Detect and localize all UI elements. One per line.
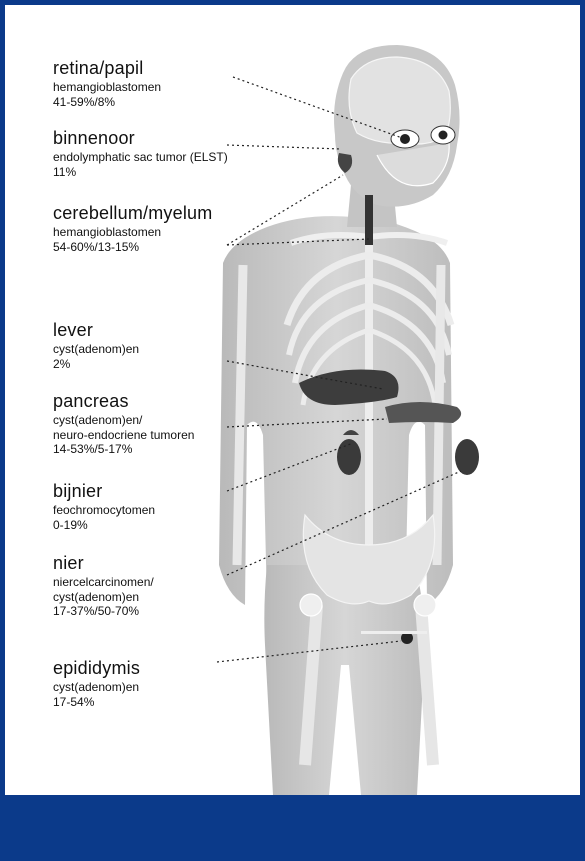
condition-text: cyst(adenom)en	[53, 680, 140, 695]
percentage-text: 14-53%/5-17%	[53, 442, 194, 457]
organ-name: cerebellum/myelum	[53, 203, 212, 225]
organ-name: retina/papil	[53, 58, 161, 80]
percentage-text: 2%	[53, 357, 139, 372]
label-retina: retina/papil hemangioblastomen 41-59%/8%	[53, 58, 161, 109]
condition-text: cyst(adenom)en/	[53, 413, 194, 428]
condition-text-2: cyst(adenom)en	[53, 590, 154, 605]
condition-text: feochromocytomen	[53, 503, 155, 518]
percentage-text: 11%	[53, 165, 228, 180]
condition-text: cyst(adenom)en	[53, 342, 139, 357]
label-binnenoor: binnenoor endolymphatic sac tumor (ELST)…	[53, 128, 228, 179]
percentage-text: 54-60%/13-15%	[53, 240, 212, 255]
leader-binnenoor	[227, 145, 341, 149]
percentage-text: 17-54%	[53, 695, 140, 710]
label-pancreas: pancreas cyst(adenom)en/ neuro-endocrien…	[53, 391, 194, 457]
label-lever: lever cyst(adenom)en 2%	[53, 320, 139, 371]
percentage-text: 41-59%/8%	[53, 95, 161, 110]
organ-name: binnenoor	[53, 128, 228, 150]
organ-name: pancreas	[53, 391, 194, 413]
organ-name: lever	[53, 320, 139, 342]
footer-band	[5, 795, 585, 861]
organ-name: nier	[53, 553, 154, 575]
label-cerebellum: cerebellum/myelum hemangioblastomen 54-6…	[53, 203, 212, 254]
organ-name: epididymis	[53, 658, 140, 680]
organ-name: bijnier	[53, 481, 155, 503]
percentage-text: 17-37%/50-70%	[53, 604, 154, 619]
label-bijnier: bijnier feochromocytomen 0-19%	[53, 481, 155, 532]
condition-text-2: neuro-endocriene tumoren	[53, 428, 194, 443]
condition-text: hemangioblastomen	[53, 80, 161, 95]
label-nier: nier niercelcarcinomen/ cyst(adenom)en 1…	[53, 553, 154, 619]
percentage-text: 0-19%	[53, 518, 155, 533]
condition-text: niercelcarcinomen/	[53, 575, 154, 590]
condition-text: endolymphatic sac tumor (ELST)	[53, 150, 228, 165]
label-epididymis: epididymis cyst(adenom)en 17-54%	[53, 658, 140, 709]
condition-text: hemangioblastomen	[53, 225, 212, 240]
